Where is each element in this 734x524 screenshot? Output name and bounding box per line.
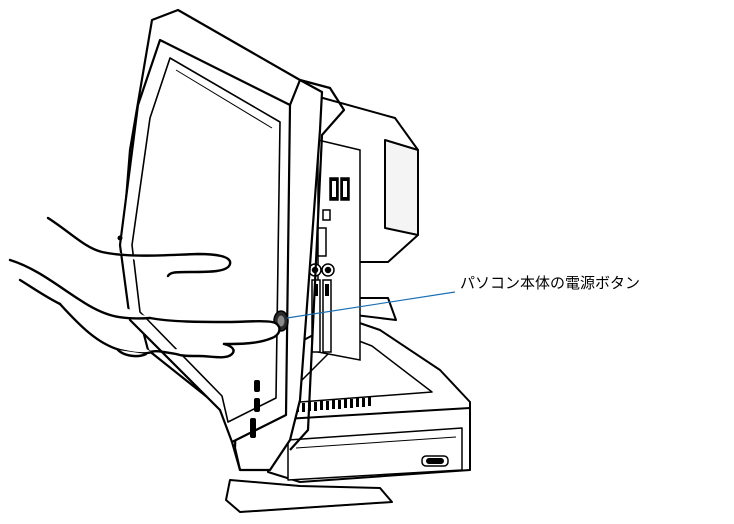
- pointing-hand-illustration: [8, 216, 281, 359]
- monitor-frame: [118, 8, 346, 472]
- power-button-callout-label: パソコン本体の電源ボタン: [460, 274, 641, 292]
- bezel-buttons: [117, 235, 260, 438]
- side-port-panel: [308, 139, 361, 361]
- callout-leader-line: [286, 291, 456, 319]
